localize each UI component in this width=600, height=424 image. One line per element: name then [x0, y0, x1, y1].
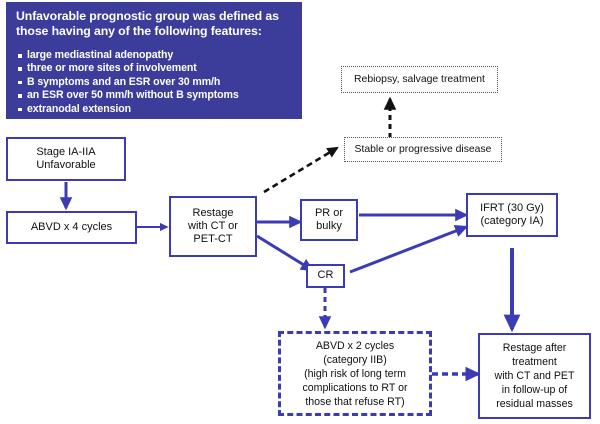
legend-bullet-item: an ESR over 50 mm/h without B symptoms — [18, 89, 292, 102]
node-abvd-x2-cycles-category-iib[interactable]: ABVD x 2 cycles (category IIB) (high ris… — [278, 331, 432, 416]
legend-bullet-item: three or more sites of involvement — [18, 62, 292, 75]
legend-bullet-item: extranodal extension — [18, 103, 292, 116]
arrow-restage-to-cr — [256, 234, 315, 272]
arrow-cr-to-ifrt — [349, 225, 469, 274]
node-stable-or-progressive-disease[interactable]: Stable or progressive disease — [344, 137, 502, 162]
node-rebiopsy-salvage-treatment[interactable]: Rebiopsy, salvage treatment — [341, 66, 498, 93]
node-ifrt-30gy-category-ia[interactable]: IFRT (30 Gy) (category IA) — [466, 193, 558, 237]
node-restage-with-ct-or-pet-ct[interactable]: Restage with CT or PET-CT — [169, 196, 257, 257]
legend-bullet-list: large mediastinal adenopathy three or mo… — [18, 49, 292, 116]
legend-bullet-item: large mediastinal adenopathy — [18, 49, 292, 62]
node-abvd-x4-cycles[interactable]: ABVD x 4 cycles — [6, 211, 137, 244]
node-restage-after-treatment[interactable]: Restage after treatment with CT and PET … — [478, 333, 591, 419]
node-cr[interactable]: CR — [306, 264, 345, 288]
node-stage-ia-iia-unfavorable[interactable]: Stage IA-IIA Unfavorable — [6, 137, 126, 181]
node-pr-or-bulky[interactable]: PR or bulky — [300, 199, 358, 241]
unfavorable-prognostic-legend-panel: Unfavorable prognostic group was defined… — [6, 2, 302, 119]
legend-bullet-item: B symptoms and an ESR over 30 mm/h — [18, 76, 292, 89]
legend-title: Unfavorable prognostic group was defined… — [16, 9, 279, 38]
arrow-restage-to-stable-disease — [263, 146, 339, 194]
